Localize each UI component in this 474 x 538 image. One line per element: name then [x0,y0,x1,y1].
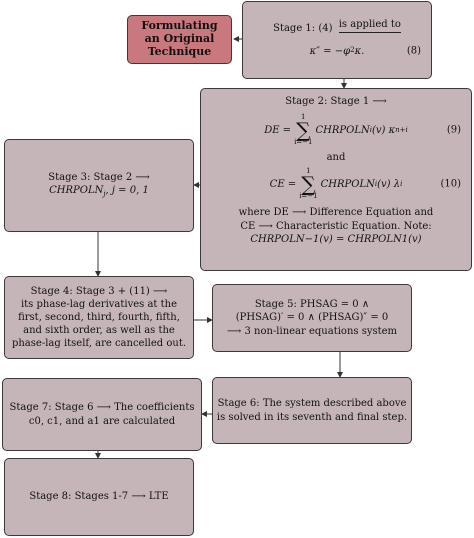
stage4-line-3: first, second, third, fourth, fifth, [18,311,180,323]
ce-lhs: CE = [269,178,297,190]
stage3-box: Stage 3: Stage 2 ⟶ CHRPOLNj, j = 0, 1 [4,139,194,232]
stage2-note: CHRPOLN−1(v) = CHRPOLN1(v) [250,233,422,245]
stage5-line-3: ⟶ 3 non-linear equations system [226,325,398,337]
title-line-1: Formulating [141,19,218,33]
stage5-line-2: (PHSAG)′ = 0 ∧ (PHSAG)″ = 0 [235,312,389,324]
stage3-line2: CHRPOLNj, j = 0, 1 [49,185,149,199]
stage2-where-2: CE ⟶ Characteristic Equation. Note: [240,220,432,232]
stage4-line-4: and sixth order, as well as the [23,325,175,337]
stage4-line-5: phase-lag itself, are cancelled out. [11,338,187,350]
de-tail: (v) κ [371,124,396,136]
stage3-label: Stage 3: Stage 2 ⟶ [48,172,150,184]
ce-term: CHRPOLN [320,178,375,190]
stage7-box: Stage 7: Stage 6 ⟶ The coefficients c0, … [2,378,202,451]
stage1-label: Stage 1: (4) [273,23,333,35]
stage2-where-1: where DE ⟶ Difference Equation and [238,207,434,219]
stage5-box: Stage 5: PHSAG = 0 ∧ (PHSAG)′ = 0 ∧ (PHS… [212,284,412,352]
de-lhs: DE = [264,124,292,136]
stage1-eq-rhs: κ. [354,45,365,57]
stage6-box: Stage 6: The system described above is s… [212,377,412,444]
stage4-line-1: Stage 4: Stage 3 + (11) ⟶ [30,285,168,297]
stage6-line-1: Stage 6: The system described above [217,398,407,410]
de-eq-number: (9) [446,124,461,136]
ce-tail: (v) λ [377,178,401,190]
stage7-line-1: Stage 7: Stage 6 ⟶ The coefficients [9,402,195,414]
ce-sum-symbol: 1∑i=−1 [299,167,318,201]
stage1-header: Stage 1: (4) is applied to [273,19,401,36]
stage4-line-2: its phase-lag derivatives at the [20,298,178,310]
title-box: Formulating an Original Technique [127,15,232,64]
stage4-box: Stage 4: Stage 3 + (11) ⟶ its phase-lag … [4,276,194,359]
title-line-3: Technique [147,44,212,58]
de-sum-symbol: 1∑i=−1 [294,113,313,147]
stage1-eq-number: (8) [406,45,421,57]
stage7-line-2: c0, c1, and a1 are calculated [28,415,176,427]
stage2-label: Stage 2: Stage 1 ⟶ [285,96,387,107]
title-line-2: an Original [144,32,215,46]
stage8-box: Stage 8: Stages 1-7 ⟶ LTE [4,458,194,536]
stage2-and: and [326,152,346,164]
de-term: CHRPOLN [315,124,370,136]
stage8-label: Stage 8: Stages 1-7 ⟶ LTE [29,491,169,503]
stage6-line-2: is solved in its seventh and final step. [216,411,408,423]
stage5-line-1: Stage 5: PHSAG = 0 ∧ [254,299,370,311]
stage1-eq-lhs: κ″ = −φ [309,45,351,57]
ce-eq-number: (10) [440,178,461,190]
stage1-applied: is applied to [338,18,401,33]
